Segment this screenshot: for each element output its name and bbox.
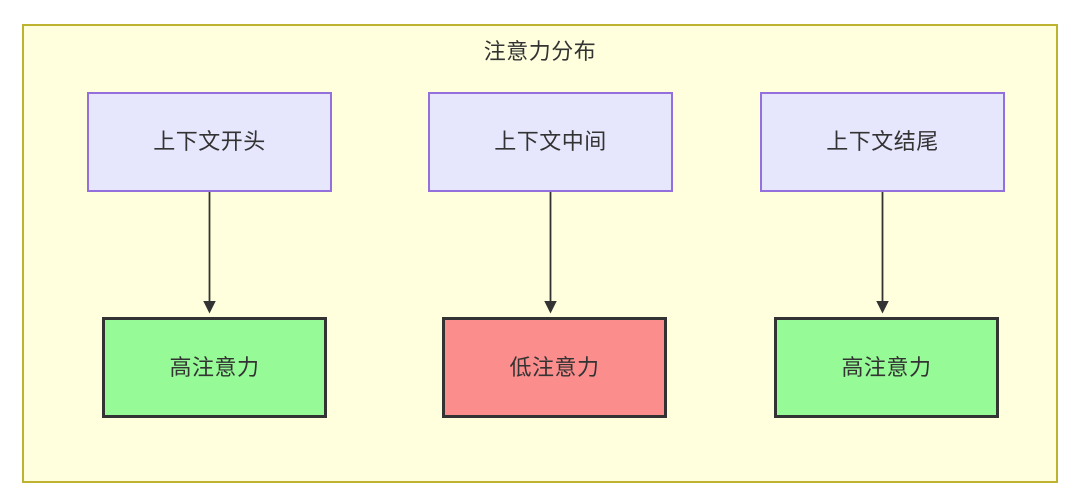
node-context-end[interactable]: 上下文结尾 — [760, 92, 1005, 192]
node-high-attention-start-label: 高注意力 — [169, 354, 260, 380]
node-high-attention-end-label: 高注意力 — [841, 354, 932, 380]
node-high-attention-end[interactable]: 高注意力 — [774, 317, 999, 418]
node-high-attention-start[interactable]: 高注意力 — [102, 317, 327, 418]
node-low-attention-middle-label: 低注意力 — [509, 354, 600, 380]
node-low-attention-middle[interactable]: 低注意力 — [442, 317, 667, 418]
node-context-middle-label: 上下文中间 — [494, 129, 607, 154]
diagram-title: 注意力分布 — [483, 39, 597, 64]
node-context-middle[interactable]: 上下文中间 — [428, 92, 673, 192]
node-context-start[interactable]: 上下文开头 — [87, 92, 332, 192]
node-context-start-label: 上下文开头 — [153, 129, 266, 154]
node-context-end-label: 上下文结尾 — [826, 129, 939, 154]
